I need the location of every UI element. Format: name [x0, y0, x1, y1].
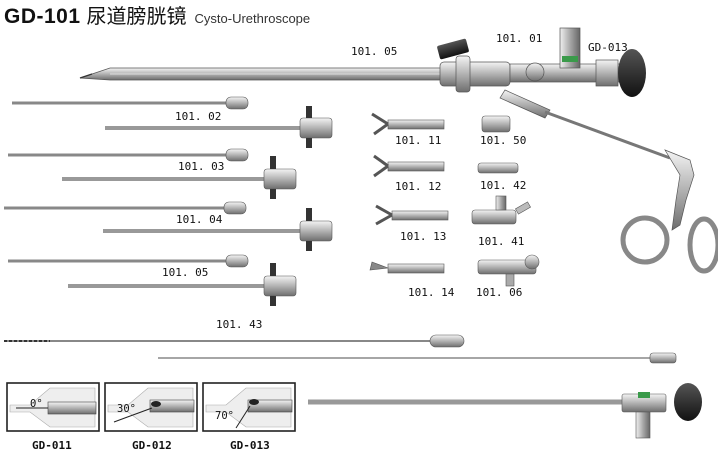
label-101-03: 101. 03 — [178, 160, 225, 173]
label-101-05-top: 101. 05 — [351, 45, 398, 58]
adapters — [471, 115, 540, 287]
label-101-04: 101. 04 — [176, 213, 223, 226]
label-101-14: 101. 14 — [408, 286, 455, 299]
label-101-42: 101. 42 — [480, 179, 527, 192]
model-code: GD-101 — [4, 5, 81, 28]
label-101-50: 101. 50 — [480, 134, 527, 147]
label-101-11: 101. 11 — [395, 134, 442, 147]
angle-30-label: 30° — [117, 403, 136, 415]
label-101-41: 101. 41 — [478, 235, 525, 248]
label-101-13: 101. 13 — [400, 230, 447, 243]
telescope — [308, 383, 702, 439]
label-101-12: 101. 12 — [395, 180, 442, 193]
angle-70-label: 70° — [215, 410, 234, 422]
label-101-01: 101. 01 — [496, 32, 543, 45]
product-name-cn: 尿道膀胱镜 — [86, 4, 187, 28]
forceps-tips — [369, 112, 449, 274]
obturators-and-sheaths — [4, 96, 333, 306]
page-title: GD-101 尿道膀胱镜 Cysto-Urethroscope — [4, 0, 310, 30]
label-101-05: 101. 05 — [162, 266, 209, 279]
assembled-scope — [79, 27, 718, 274]
angle-0-label: 0° — [30, 398, 43, 410]
electrode-and-rods — [4, 334, 677, 364]
optic-gd-011: GD-011 — [32, 439, 72, 452]
product-name-en: Cysto-Urethroscope — [194, 11, 311, 26]
optic-gd-012: GD-012 — [132, 439, 172, 452]
label-gd-013-top: GD-013 — [588, 41, 628, 54]
optic-angle-diagrams — [6, 382, 296, 432]
optic-gd-013: GD-013 — [230, 439, 270, 452]
label-101-06: 101. 06 — [476, 286, 523, 299]
label-101-43: 101. 43 — [216, 318, 263, 331]
label-101-02: 101. 02 — [175, 110, 222, 123]
